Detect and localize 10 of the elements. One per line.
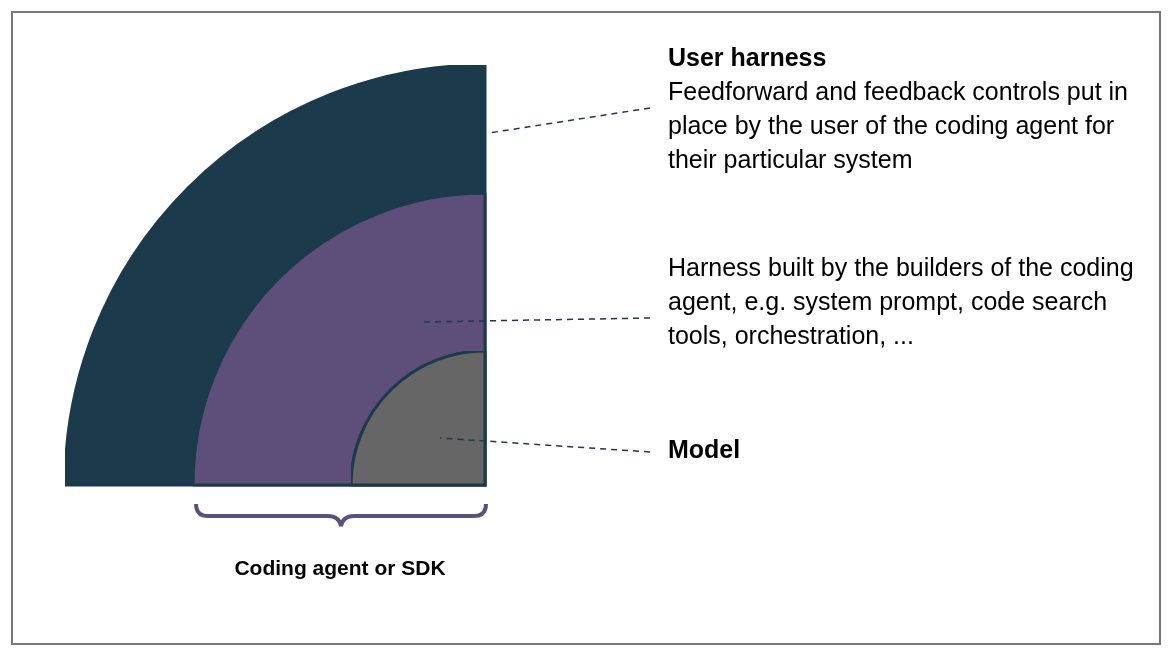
middle-sector — [193, 193, 487, 487]
heading-text: Model — [668, 434, 742, 465]
description-text: Harness built by the builders of the coding agent, e.g. system prompt, code search tools, orchestration, ... — [668, 252, 1135, 351]
heading-text: User harness — [668, 42, 828, 73]
description-text: Feedforward and feedback controls put in place by the user of the coding agent for their particular system — [668, 76, 1129, 175]
inner-sector — [351, 351, 487, 487]
leader-line — [439, 437, 651, 453]
bracket-label: Coding agent or SDK — [233, 555, 447, 581]
outer-sector — [65, 65, 487, 487]
leader-line — [421, 317, 651, 323]
